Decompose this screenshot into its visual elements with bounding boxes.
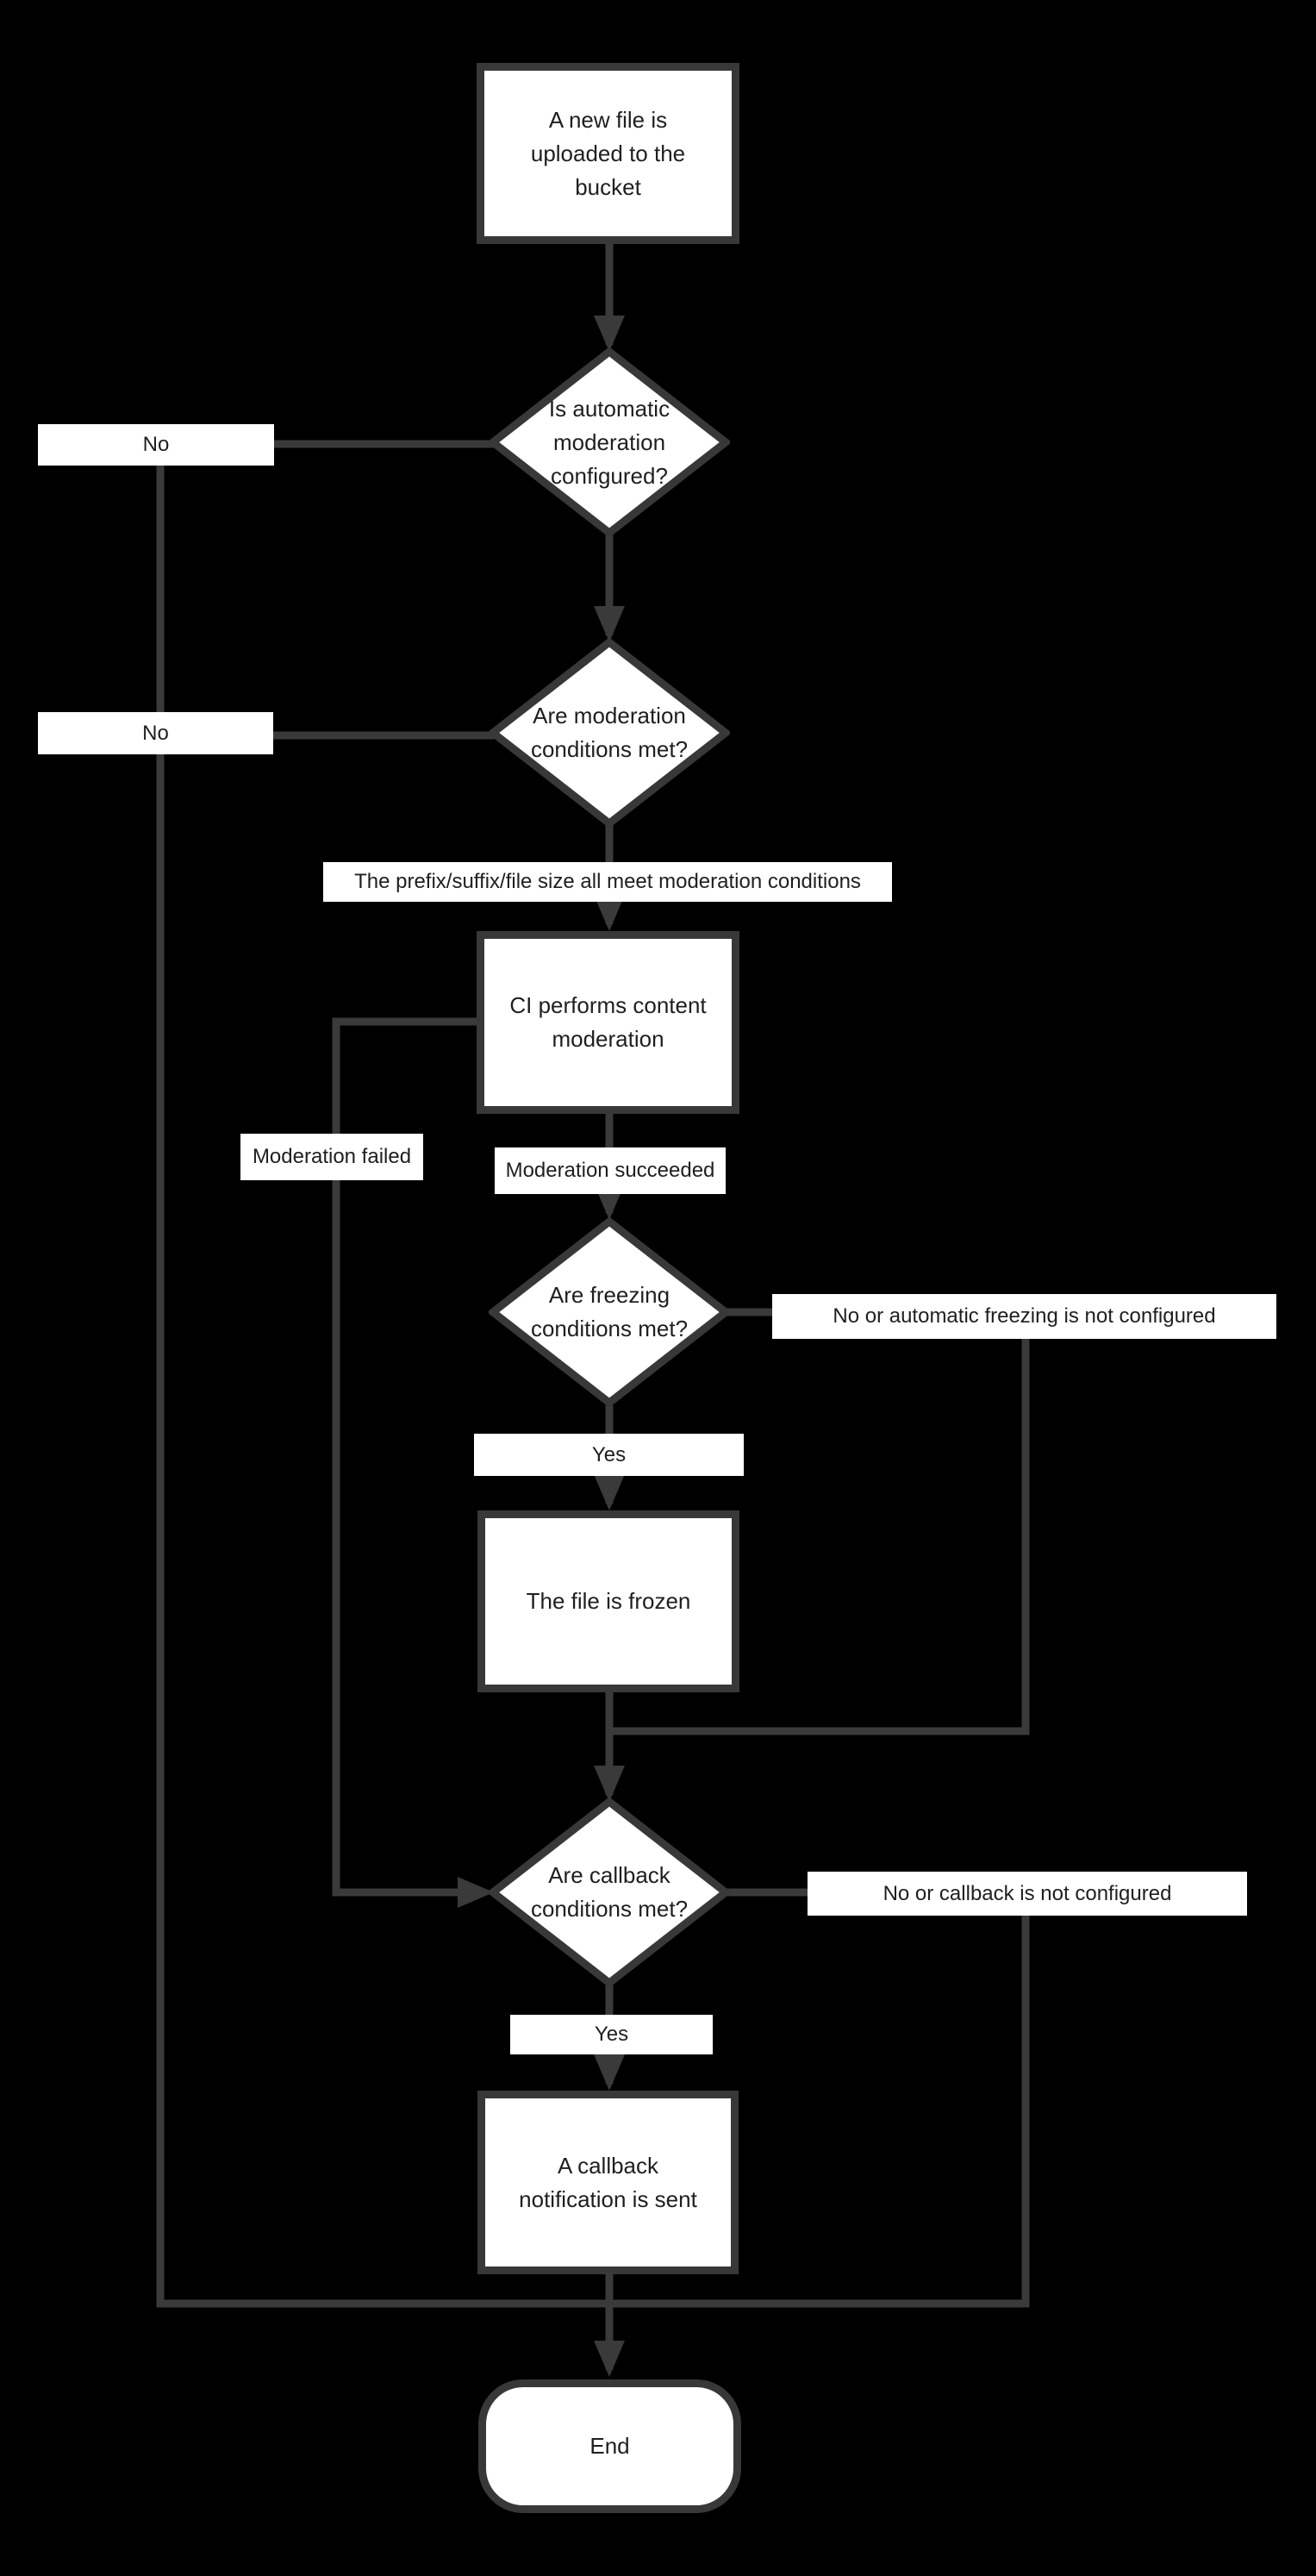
edge-label-moderation-failed: Moderation failed [240, 1134, 423, 1180]
node-upload-label: A new file is uploaded to the bucket [530, 106, 686, 200]
decision-callback: Are callback conditions met? [489, 1798, 730, 1987]
edge-automod-no-branch [156, 440, 609, 2308]
arrowhead-into-callback-left [458, 1877, 494, 1908]
decision-automod-label: Is automatic moderation configured? [548, 395, 670, 489]
diamond-shape [489, 347, 730, 537]
arrowhead-into-end [594, 2341, 625, 2377]
edge-label-callback-no: No or callback is not configured [808, 1872, 1247, 1916]
edge-label-moderation-succeeded: Moderation succeeded [495, 1147, 726, 1194]
decision-modcond-label: Are moderation conditions met? [530, 703, 689, 762]
arrowhead-into-frozen [594, 1474, 625, 1510]
arrowhead-into-callback [594, 1766, 625, 1802]
node-upload: A new file is uploaded to the bucket [477, 63, 739, 244]
edge-label-automod-no: No [38, 424, 274, 466]
decision-automod: Is automatic moderation configured? [489, 347, 730, 537]
edge-moderation-failed-branch [332, 1017, 477, 1897]
decision-freezing: Are freezing conditions met? [489, 1217, 730, 1407]
node-end: End [478, 2379, 741, 2513]
edge-label-freezing-yes: Yes [474, 1434, 744, 1476]
node-ci-moderation-label: CI performs content moderation [509, 992, 707, 1052]
diamond-shape [489, 1798, 730, 1987]
node-callback-notification: A callback notification is sent [477, 2091, 739, 2274]
decision-callback-label: Are callback conditions met? [530, 1862, 689, 1922]
node-file-frozen: The file is frozen [477, 1510, 739, 1692]
decision-modcond: Are moderation conditions met? [489, 638, 730, 828]
arrowhead-into-modcond [594, 606, 625, 642]
diamond-shape [489, 1217, 730, 1407]
decision-freezing-label: Are freezing conditions met? [530, 1282, 689, 1341]
arrowhead-into-notification [594, 2054, 625, 2091]
edge-label-freezing-no: No or automatic freezing is not configur… [772, 1294, 1276, 1339]
node-ci-moderation: CI performs content moderation [477, 931, 739, 1114]
arrowhead-into-automod [594, 316, 625, 352]
node-callback-notification-label: A callback notification is sent [519, 2152, 697, 2212]
arrowhead-into-ci [594, 895, 625, 931]
node-file-frozen-label: The file is frozen [526, 1588, 691, 1614]
node-end-label: End [589, 2433, 630, 2459]
edge-label-modcond-no: No [38, 712, 273, 754]
diamond-shape [489, 638, 730, 828]
edge-label-modcond-yes: The prefix/suffix/file size all meet mod… [323, 862, 892, 902]
edge-label-callback-yes: Yes [510, 2015, 713, 2054]
